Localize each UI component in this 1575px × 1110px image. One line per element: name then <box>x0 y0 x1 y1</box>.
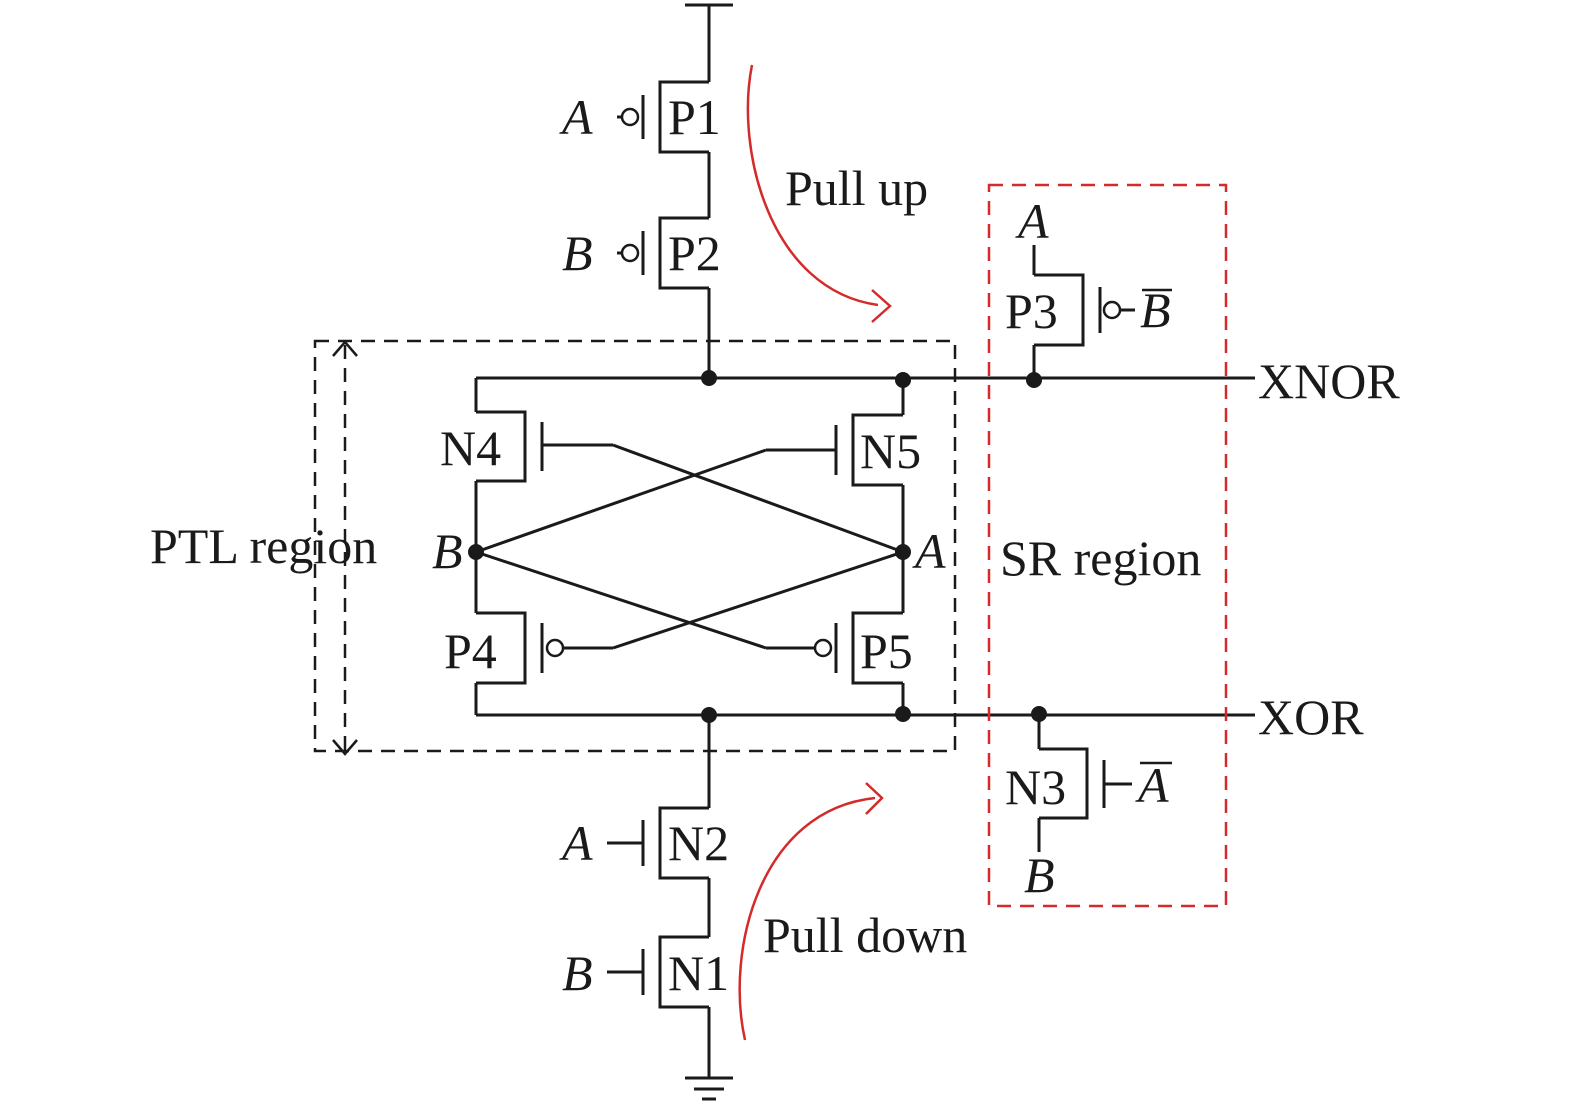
n3-junction-dot <box>1031 706 1047 722</box>
xnor-rail <box>474 376 1255 412</box>
sr-region-box <box>987 183 1228 908</box>
p1-label: P1 <box>668 89 721 145</box>
p2-label: P2 <box>668 225 721 281</box>
n5-junction-dot <box>895 372 911 388</box>
n1-gate-label: B <box>562 945 593 1001</box>
transistor-p1 <box>617 80 711 218</box>
n2-gate-label: A <box>559 815 593 871</box>
n5-label: N5 <box>860 423 921 479</box>
n1-label: N1 <box>668 945 729 1001</box>
p2-gate-label: B <box>562 225 593 281</box>
transistor-p4 <box>474 552 613 715</box>
transistor-p2 <box>617 216 711 378</box>
transistor-n2 <box>607 715 711 937</box>
xor-output-label: XOR <box>1258 689 1364 745</box>
p5-label: P5 <box>860 623 913 679</box>
node-b-label: B <box>432 523 463 579</box>
pull-up-arrow <box>746 64 892 323</box>
transistor-p3 <box>1032 245 1135 378</box>
vdd-supply-symbol <box>685 3 733 82</box>
n3-source-label: B <box>1024 847 1055 903</box>
transistor-n1 <box>607 935 711 1078</box>
transistor-p5 <box>766 552 905 715</box>
xnor-output-label: XNOR <box>1258 353 1400 409</box>
p4-label: P4 <box>444 623 497 679</box>
pull-down-label: Pull down <box>763 907 967 963</box>
n2-label: N2 <box>668 815 729 871</box>
p1-gate-label: A <box>559 89 593 145</box>
pull-up-label: Pull up <box>785 160 928 216</box>
node-a-label: A <box>912 523 946 579</box>
cross-coupling-wires <box>475 443 904 650</box>
n3-gate-label: A <box>1135 757 1169 813</box>
sr-region-label: SR region <box>1000 530 1201 586</box>
ground-symbol <box>685 1076 733 1101</box>
n4-label: N4 <box>440 420 501 476</box>
p3-label: P3 <box>1005 283 1058 339</box>
ptl-region-box <box>313 339 957 753</box>
transistor-n4 <box>474 410 613 552</box>
pullup-junction-dot <box>701 370 717 386</box>
p3-gate-label: B <box>1140 282 1171 338</box>
p5-junction-dot <box>895 706 911 722</box>
ptl-region-label: PTL region <box>150 518 377 574</box>
transistor-n3 <box>1037 715 1132 852</box>
p3-source-label: A <box>1015 193 1049 249</box>
n3-label: N3 <box>1005 759 1066 815</box>
pull-down-arrow <box>738 782 884 1041</box>
ptl-region-dimension-arrow <box>332 340 358 756</box>
p3-junction-dot <box>1026 372 1042 388</box>
